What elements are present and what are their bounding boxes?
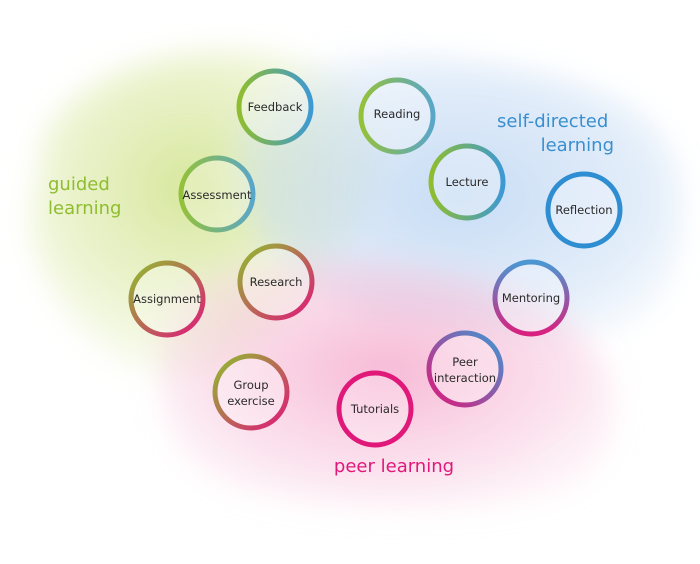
self-directed-learning-label: self-directed learning [497,111,614,156]
node-ring [492,259,570,337]
guided-learning-label: guided learning [48,174,121,219]
node-assignment: Assignment [128,260,206,338]
node-ring [237,243,315,321]
node-feedback: Feedback [236,68,314,146]
node-label-line1: Group [233,378,268,392]
node-label: Assignment [133,292,201,306]
node-ring [545,171,623,249]
node-ring [336,370,414,448]
node-ring [358,77,436,155]
node-label: Reading [374,107,421,121]
node-mentoring: Mentoring [492,259,570,337]
node-ring [212,353,290,431]
node-ring [178,155,256,233]
node-label: Lecture [446,175,489,189]
node-lecture: Lecture [428,143,506,221]
node-reflection: Reflection [545,171,623,249]
node-ring [236,68,314,146]
node-assessment: Assessment [178,155,256,233]
node-ring [426,330,504,408]
node-label: Mentoring [502,291,560,305]
node-ring [128,260,206,338]
peer-learning-label: peer learning [334,456,454,477]
self-directed-learning-label-line2: learning [541,135,614,156]
node-label-line1: Peer [452,355,478,369]
guided-learning-label-line2: learning [48,198,121,219]
node-label-line2: interaction [434,371,496,385]
node-group-exercise: Group exercise [212,353,290,431]
self-directed-learning-label-line1: self-directed [497,111,608,132]
region-labels: guided learning self-directed learning p… [48,111,614,477]
node-label-line2: exercise [227,394,274,408]
learning-activity-nodes: Feedback Reading Assessment Lecture Refl… [128,68,623,448]
node-label: Feedback [248,100,303,114]
node-ring [428,143,506,221]
node-label: Research [250,275,303,289]
node-label: Assessment [183,188,252,202]
node-research: Research [237,243,315,321]
guided-learning-label-line1: guided [48,174,110,195]
node-label: Reflection [555,203,612,217]
node-peer-interaction: Peer interaction [426,330,504,408]
node-label: Tutorials [350,402,399,416]
node-tutorials: Tutorials [336,370,414,448]
node-reading: Reading [358,77,436,155]
